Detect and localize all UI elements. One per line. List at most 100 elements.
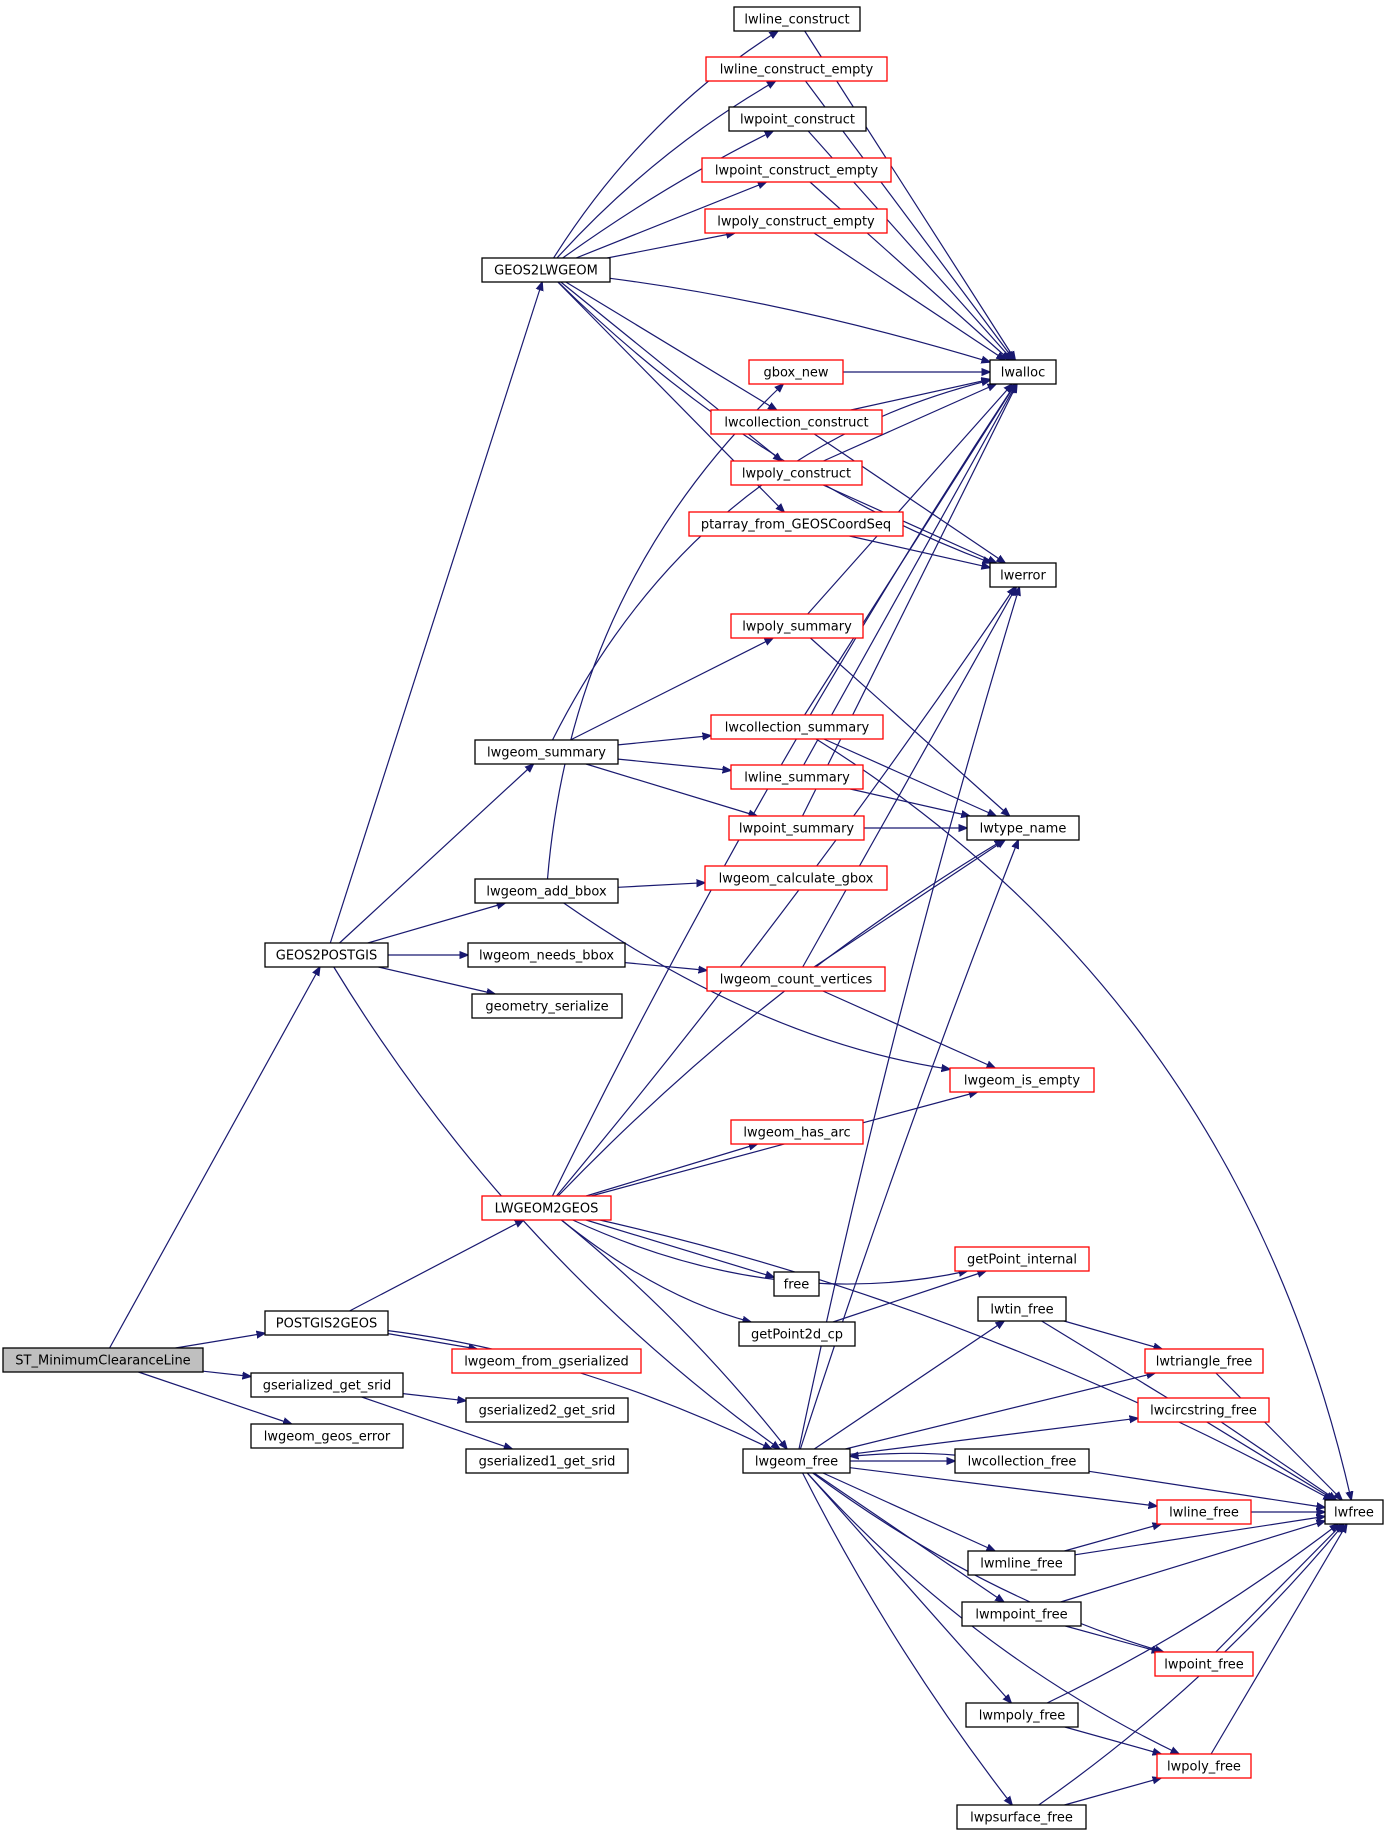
node-box-lwpoly_summary[interactable] <box>730 613 864 639</box>
node-box-gserialized1_get_srid[interactable] <box>465 1448 629 1474</box>
node-box-POSTGIS2GEOS[interactable] <box>264 1310 389 1336</box>
node-box-lwpoint_summary[interactable] <box>728 815 865 841</box>
node-lwgeom_add_bbox[interactable]: lwgeom_add_bbox <box>474 878 619 904</box>
node-box-lwgeom_add_bbox[interactable] <box>474 878 619 904</box>
node-lwgeom_geos_error[interactable]: lwgeom_geos_error <box>250 1423 404 1449</box>
node-box-lwtin_free[interactable] <box>977 1296 1067 1322</box>
node-GEOS2LWGEOM[interactable]: GEOS2LWGEOM <box>481 257 611 283</box>
node-lwgeom_calculate_gbox[interactable]: lwgeom_calculate_gbox <box>704 865 888 891</box>
node-box-getPoint2d_cp[interactable] <box>738 1321 856 1347</box>
node-box-lwmline_free[interactable] <box>967 1550 1076 1576</box>
node-GEOS2POSTGIS[interactable]: GEOS2POSTGIS <box>264 942 389 968</box>
node-box-lwline_summary[interactable] <box>730 764 864 790</box>
node-lwpsurface_free[interactable]: lwpsurface_free <box>956 1804 1087 1830</box>
node-lwgeom_needs_bbox[interactable]: lwgeom_needs_bbox <box>467 942 626 968</box>
node-box-lwpoint_construct_empty[interactable] <box>701 157 892 183</box>
node-box-lwpoly_construct_empty[interactable] <box>704 208 888 234</box>
node-lwtin_free[interactable]: lwtin_free <box>977 1296 1067 1322</box>
node-lwerror[interactable]: lwerror <box>989 562 1057 588</box>
node-lwtype_name[interactable]: lwtype_name <box>966 815 1080 841</box>
node-box-lwalloc[interactable] <box>989 359 1057 385</box>
node-gbox_new[interactable]: gbox_new <box>748 359 844 385</box>
node-lwcollection_construct[interactable]: lwcollection_construct <box>710 409 883 435</box>
node-box-lwgeom_free[interactable] <box>742 1448 851 1474</box>
node-box-gbox_new[interactable] <box>748 359 844 385</box>
node-lwgeom_is_empty[interactable]: lwgeom_is_empty <box>949 1067 1095 1093</box>
node-lwmline_free[interactable]: lwmline_free <box>967 1550 1076 1576</box>
node-box-GEOS2LWGEOM[interactable] <box>481 257 611 283</box>
node-lwcircstring_free[interactable]: lwcircstring_free <box>1137 1397 1270 1423</box>
node-lwtriangle_free[interactable]: lwtriangle_free <box>1144 1348 1264 1374</box>
node-box-lwgeom_has_arc[interactable] <box>730 1119 864 1145</box>
node-lwcollection_summary[interactable]: lwcollection_summary <box>710 714 884 740</box>
node-ptarray_from_GEOSCoordSeq[interactable]: ptarray_from_GEOSCoordSeq <box>688 511 904 537</box>
node-box-lwerror[interactable] <box>989 562 1057 588</box>
node-box-lwgeom_summary[interactable] <box>474 739 619 765</box>
node-box-getPoint_internal[interactable] <box>954 1246 1090 1272</box>
node-box-lwcollection_summary[interactable] <box>710 714 884 740</box>
node-geometry_serialize[interactable]: geometry_serialize <box>471 993 623 1019</box>
node-lwpoly_summary[interactable]: lwpoly_summary <box>730 613 864 639</box>
node-POSTGIS2GEOS[interactable]: POSTGIS2GEOS <box>264 1310 389 1336</box>
node-box-lwline_construct[interactable] <box>733 6 861 32</box>
node-box-lwgeom_count_vertices[interactable] <box>706 966 886 992</box>
node-box-gserialized_get_srid[interactable] <box>250 1372 404 1398</box>
node-lwpoly_construct[interactable]: lwpoly_construct <box>730 460 863 486</box>
node-gserialized1_get_srid[interactable]: gserialized1_get_srid <box>465 1448 629 1474</box>
node-lwline_construct_empty[interactable]: lwline_construct_empty <box>705 56 888 82</box>
node-box-lwpoly_construct[interactable] <box>730 460 863 486</box>
node-box-lwgeom_needs_bbox[interactable] <box>467 942 626 968</box>
node-gserialized_get_srid[interactable]: gserialized_get_srid <box>250 1372 404 1398</box>
node-box-lwpsurface_free[interactable] <box>956 1804 1087 1830</box>
node-getPoint_internal[interactable]: getPoint_internal <box>954 1246 1090 1272</box>
node-free[interactable]: free <box>773 1271 820 1297</box>
node-lwpoint_summary[interactable]: lwpoint_summary <box>728 815 865 841</box>
node-box-lwgeom_from_gserialized[interactable] <box>451 1348 642 1374</box>
node-box-free[interactable] <box>773 1271 820 1297</box>
node-box-GEOS2POSTGIS[interactable] <box>264 942 389 968</box>
node-lwmpoint_free[interactable]: lwmpoint_free <box>961 1601 1082 1627</box>
node-lwline_construct[interactable]: lwline_construct <box>733 6 861 32</box>
node-box-lwgeom_geos_error[interactable] <box>250 1423 404 1449</box>
node-lwgeom_from_gserialized[interactable]: lwgeom_from_gserialized <box>451 1348 642 1374</box>
node-ST_MinimumClearanceLine[interactable]: ST_MinimumClearanceLine <box>2 1347 204 1373</box>
node-box-lwcollection_construct[interactable] <box>710 409 883 435</box>
node-gserialized2_get_srid[interactable]: gserialized2_get_srid <box>465 1397 629 1423</box>
node-box-ptarray_from_GEOSCoordSeq[interactable] <box>688 511 904 537</box>
node-lwmpoly_free[interactable]: lwmpoly_free <box>965 1702 1079 1728</box>
node-box-LWGEOM2GEOS[interactable] <box>481 1195 612 1221</box>
node-lwpoint_construct_empty[interactable]: lwpoint_construct_empty <box>701 157 892 183</box>
node-lwpoly_construct_empty[interactable]: lwpoly_construct_empty <box>704 208 888 234</box>
node-box-lwtriangle_free[interactable] <box>1144 1348 1264 1374</box>
node-LWGEOM2GEOS[interactable]: LWGEOM2GEOS <box>481 1195 612 1221</box>
node-box-lwfree[interactable] <box>1324 1499 1384 1525</box>
node-box-lwline_free[interactable] <box>1156 1499 1252 1525</box>
node-box-lwtype_name[interactable] <box>966 815 1080 841</box>
node-lwline_free[interactable]: lwline_free <box>1156 1499 1252 1525</box>
node-lwgeom_count_vertices[interactable]: lwgeom_count_vertices <box>706 966 886 992</box>
node-lwfree[interactable]: lwfree <box>1324 1499 1384 1525</box>
node-box-lwgeom_is_empty[interactable] <box>949 1067 1095 1093</box>
node-lwpoly_free[interactable]: lwpoly_free <box>1156 1753 1252 1779</box>
node-box-lwgeom_calculate_gbox[interactable] <box>704 865 888 891</box>
node-box-lwmpoly_free[interactable] <box>965 1702 1079 1728</box>
node-box-ST_MinimumClearanceLine[interactable] <box>2 1347 204 1373</box>
node-lwcollection_free[interactable]: lwcollection_free <box>954 1448 1090 1474</box>
node-box-lwpoly_free[interactable] <box>1156 1753 1252 1779</box>
node-lwgeom_has_arc[interactable]: lwgeom_has_arc <box>730 1119 864 1145</box>
node-box-lwpoint_construct[interactable] <box>728 106 867 132</box>
node-box-lwcircstring_free[interactable] <box>1137 1397 1270 1423</box>
node-box-gserialized2_get_srid[interactable] <box>465 1397 629 1423</box>
node-box-lwpoint_free[interactable] <box>1154 1651 1254 1677</box>
node-lwpoint_construct[interactable]: lwpoint_construct <box>728 106 867 132</box>
node-lwalloc[interactable]: lwalloc <box>989 359 1057 385</box>
node-lwline_summary[interactable]: lwline_summary <box>730 764 864 790</box>
node-box-geometry_serialize[interactable] <box>471 993 623 1019</box>
node-lwgeom_free[interactable]: lwgeom_free <box>742 1448 851 1474</box>
node-lwpoint_free[interactable]: lwpoint_free <box>1154 1651 1254 1677</box>
node-box-lwmpoint_free[interactable] <box>961 1601 1082 1627</box>
node-lwgeom_summary[interactable]: lwgeom_summary <box>474 739 619 765</box>
node-getPoint2d_cp[interactable]: getPoint2d_cp <box>738 1321 856 1347</box>
node-box-lwcollection_free[interactable] <box>954 1448 1090 1474</box>
node-box-lwline_construct_empty[interactable] <box>705 56 888 82</box>
